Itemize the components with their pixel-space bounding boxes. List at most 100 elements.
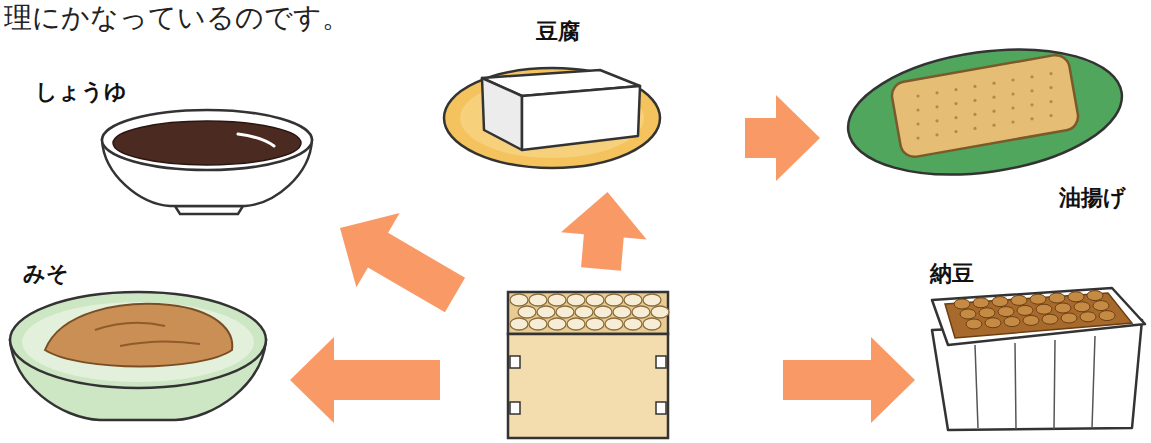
natto-bean [1061,313,1077,323]
soybean [624,294,642,306]
soybean-masu [508,292,669,438]
natto-bean [985,318,1001,328]
bowl-rim [102,110,312,170]
aburaage [890,53,1080,159]
soybean [624,318,642,330]
food-label: 豆腐 [440,20,675,44]
soybean [643,318,661,330]
food-label: 納豆 [930,262,974,286]
natto-bean [960,309,976,319]
aburaage-texture-dot [1030,89,1033,92]
aburaage-texture-dot [973,127,976,130]
soybean [632,306,650,318]
tofu-front [522,86,640,150]
soybean [548,318,566,330]
food-label: みそ [23,262,69,286]
soybean [643,294,661,306]
natto-bean [1068,292,1084,302]
aburaage-texture-dot [916,108,919,111]
soybean [575,306,593,318]
aburaage-texture-dot [935,105,938,108]
masu-joint [656,356,666,368]
aburaage-texture-dot [916,94,919,97]
aburaage-texture-dot [973,85,976,88]
aburaage-texture [916,72,1052,140]
miso [45,304,232,367]
flow-arrow [561,192,647,271]
food-node: 豆腐 [440,20,675,180]
aburaage-texture-dot [954,116,957,119]
natto-bean [1099,311,1115,321]
aburaage-texture-dot [935,91,938,94]
natto-tray [932,288,1145,430]
bowl-rim [10,292,266,388]
natto-bean [1042,314,1058,324]
soybean [586,294,604,306]
aburaage-texture-dot [1011,120,1014,123]
aburaage-texture-dot [1030,117,1033,120]
soybean [510,318,528,330]
aburaage-texture-dot [992,96,995,99]
aburaage-texture-dot [1030,103,1033,106]
natto-bean [1074,302,1090,312]
plate [444,68,660,168]
plate [840,33,1130,190]
aburaage-texture-dot [1049,86,1052,89]
aburaage-texture-dot [1049,72,1052,75]
soybean [548,294,566,306]
natto-bean [1093,301,1109,311]
aburaage-texture-dot [1030,75,1033,78]
tofu-plate [444,68,660,168]
masu-joint [656,402,666,414]
natto-bean [979,308,995,318]
food-node: みそ [15,262,270,427]
aburaage-texture-dot [1049,100,1052,103]
natto-beans [954,291,1115,329]
natto-bean [1049,293,1065,303]
aburaage-texture-dot [1011,78,1014,81]
soybean [594,306,612,318]
soybean [605,318,623,330]
soy-sauce [113,121,301,165]
soybean [651,306,669,318]
soybean [537,306,555,318]
soybean [567,318,585,330]
food-node [505,285,673,440]
natto-bean [954,299,970,309]
soy-sauce-bowl [102,110,312,214]
flow-arrow [745,95,820,181]
aburaage-texture-dot [992,82,995,85]
aburaage-texture-dot [954,130,957,133]
natto [945,293,1132,338]
aburaage-texture-dot [935,119,938,122]
natto-bean [1080,312,1096,322]
aburaage-texture-dot [954,102,957,105]
aburaage-plate [840,33,1130,190]
soybeans [510,294,669,330]
natto-bean [1004,317,1020,327]
bowl-inner [22,302,254,382]
tofu-side [482,78,522,150]
food-node: しょうゆ [30,80,320,212]
miso-bowl [10,292,266,420]
tray-rim [932,288,1145,345]
natto-bean [1087,291,1103,301]
aburaage-texture-dot [1011,106,1014,109]
natto-bean [1055,303,1071,313]
soybean [605,294,623,306]
aburaage-texture-dot [954,88,957,91]
soybean [529,318,547,330]
aburaage-texture-dot [916,122,919,125]
food-label: 油揚げ [1059,186,1126,210]
natto-bean [1011,295,1027,305]
food-label: しょうゆ [35,80,127,104]
miso-texture [95,323,200,346]
aburaage-texture-dot [916,136,919,139]
aburaage-texture-dot [973,99,976,102]
natto-bean [1030,294,1046,304]
soybean [510,294,528,306]
aburaage-texture-dot [1011,92,1014,95]
masu-inside [508,292,668,334]
natto-bean [1036,304,1052,314]
